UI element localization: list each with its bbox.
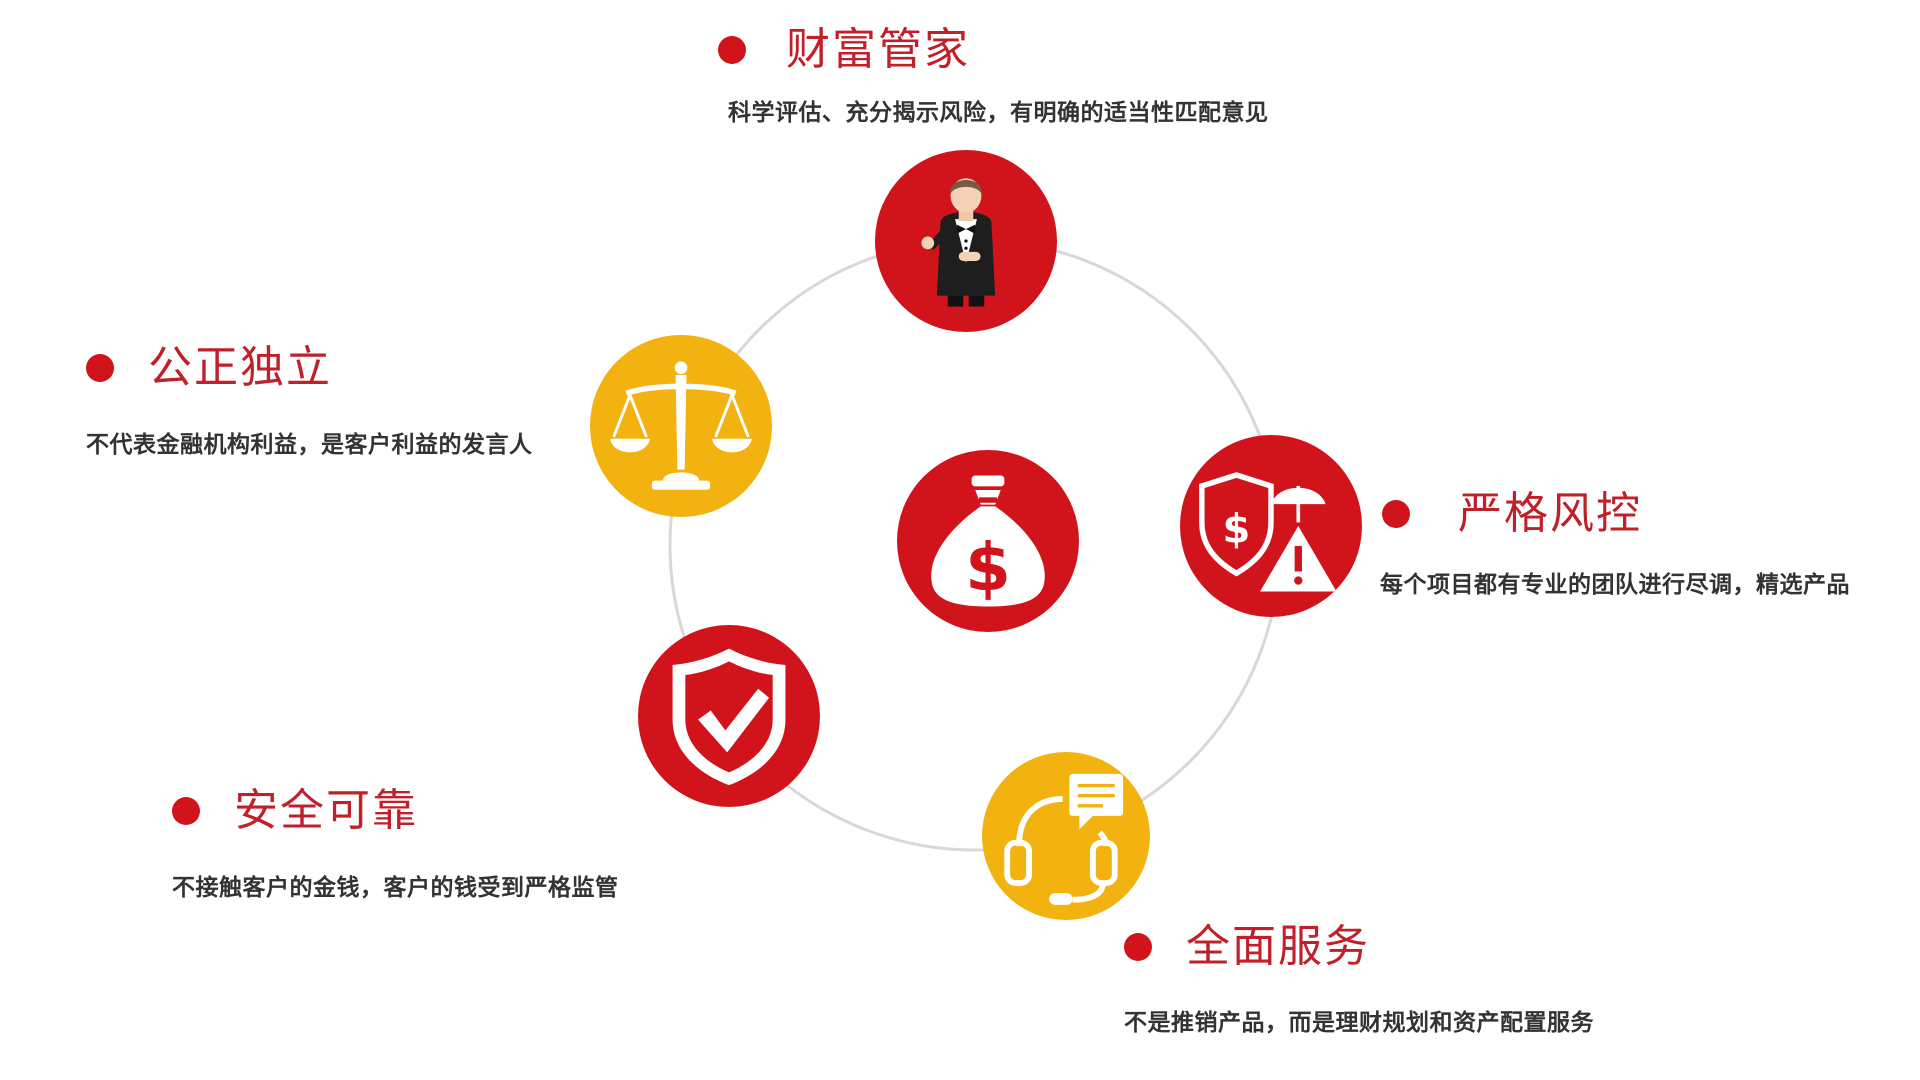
feature-heading: 严格风控 <box>1382 492 1642 536</box>
feature-wealth-butler: 财富管家 <box>718 28 970 72</box>
bullet-dot <box>718 36 746 64</box>
feature-heading: 财富管家 <box>718 28 970 72</box>
feature-title: 全面服务 <box>1186 921 1370 972</box>
feature-risk-control: 严格风控 <box>1382 492 1642 536</box>
money-bag-dollar-icon: $ <box>931 475 1045 607</box>
shield-umbrella-warning-icon: $ <box>1199 472 1337 592</box>
feature-title: 财富管家 <box>786 24 970 75</box>
node-wealth-butler <box>875 150 1057 332</box>
node-full-service <box>982 752 1150 920</box>
node-safe <box>638 625 820 807</box>
bullet-dot <box>1124 933 1152 961</box>
svg-text:$: $ <box>1222 506 1250 552</box>
feature-desc: 不代表金融机构利益，是客户利益的发言人 <box>86 432 533 458</box>
svg-text:$: $ <box>965 530 1011 606</box>
feature-independent: 公正独立 <box>86 346 332 390</box>
feature-title: 安全可靠 <box>234 785 418 836</box>
feature-desc: 不接触客户的金钱，客户的钱受到严格监管 <box>172 875 619 901</box>
center-node: $ <box>897 450 1079 632</box>
feature-desc: 科学评估、充分揭示风险，有明确的适当性匹配意见 <box>728 100 1269 126</box>
feature-desc: 不是推销产品，而是理财规划和资产配置服务 <box>1124 1010 1594 1036</box>
feature-heading: 全面服务 <box>1124 925 1370 969</box>
headset-icon <box>1004 773 1124 905</box>
bullet-dot <box>172 797 200 825</box>
bullet-dot <box>86 354 114 382</box>
feature-title: 严格风控 <box>1458 488 1642 539</box>
feature-heading: 安全可靠 <box>172 789 418 833</box>
feature-title: 公正独立 <box>148 342 332 393</box>
node-independent <box>590 335 772 517</box>
bullet-dot <box>1382 500 1410 528</box>
shield-check-icon <box>672 648 786 786</box>
scales-icon <box>610 361 752 490</box>
butler-icon <box>921 178 996 307</box>
feature-desc: 每个项目都有专业的团队进行尽调，精选产品 <box>1380 572 1850 598</box>
feature-full-service: 全面服务 <box>1124 925 1370 969</box>
feature-safe: 安全可靠 <box>172 789 418 833</box>
node-risk-control: $ <box>1180 435 1362 617</box>
feature-heading: 公正独立 <box>86 346 332 390</box>
